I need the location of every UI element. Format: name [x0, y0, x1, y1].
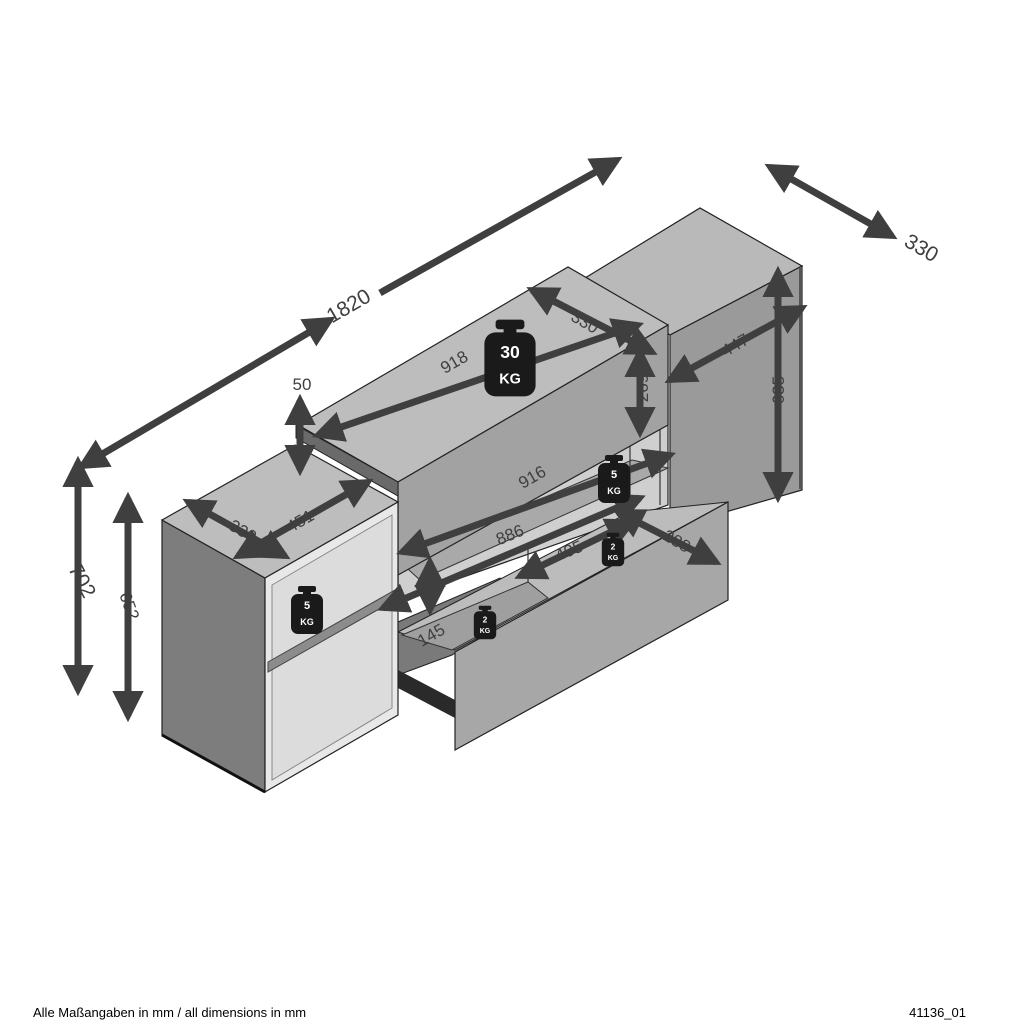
weight-5kg-shelf-value: 5 — [611, 469, 617, 481]
weight-5kg-shelf-unit: KG — [607, 486, 621, 496]
dim-label-702: 702 — [63, 560, 100, 602]
dim-label-652: 652 — [115, 590, 143, 623]
dim-arrow-288 — [612, 508, 722, 566]
dim-label-635: 635 — [769, 376, 788, 404]
dim-label-1820: 1820 — [323, 285, 375, 328]
dim-label-269: 269 — [633, 374, 652, 402]
weight-2kg-right-unit: KG — [608, 555, 619, 562]
weight-5kg-left-icon: 5 KG — [291, 586, 323, 634]
weight-2kg-drawer-left-icon: 2 KG — [473, 605, 497, 640]
dim-label-330-top: 330 — [900, 230, 942, 267]
weight-5kg-left-unit: KG — [300, 617, 314, 627]
left-cabinet — [160, 444, 400, 794]
weight-30kg-unit: KG — [499, 372, 521, 388]
footer-note: Alle Maßangaben in mm / all dimensions i… — [33, 1005, 307, 1020]
weight-2kg-left-unit: KG — [480, 628, 491, 635]
weight-2kg-drawer-right-icon: 2 KG — [601, 532, 625, 567]
dimension-arrows — [62, 156, 898, 723]
weight-2kg-left-value: 2 — [483, 615, 488, 625]
weight-30kg-value: 30 — [500, 342, 520, 362]
footer-code: 41136_01 — [909, 1005, 966, 1020]
drawer-rail — [398, 670, 455, 718]
weight-2kg-right-value: 2 — [611, 542, 616, 552]
dim-arrow-330-top — [764, 163, 898, 240]
weight-30kg-icon: 30 KG — [484, 319, 536, 397]
dim-arrow-451 — [232, 478, 374, 560]
weight-5kg-shelf-icon: 5 KG — [598, 455, 630, 503]
weight-5kg-left-value: 5 — [304, 600, 310, 612]
dim-arrow-330-mid — [526, 286, 658, 356]
dim-arrow-1820 — [76, 316, 336, 470]
dim-label-50: 50 — [293, 375, 312, 394]
